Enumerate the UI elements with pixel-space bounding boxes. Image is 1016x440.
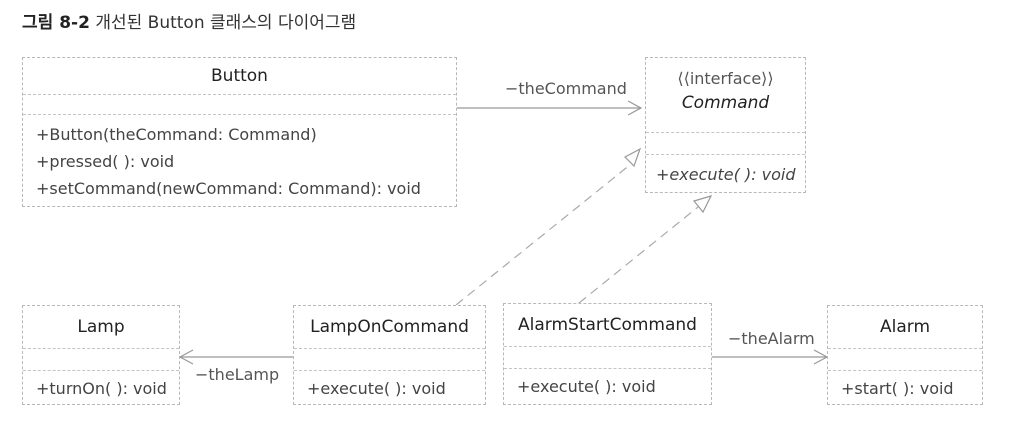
class-button: Button +Button(theCommand: Command) +pre…	[22, 57, 457, 207]
class-name-block: ⟨⟨interface⟩⟩ Command	[646, 58, 805, 132]
class-name: Command	[681, 93, 770, 113]
class-alarm-start-command: AlarmStartCommand +execute( ): void	[503, 303, 712, 405]
class-name: Button	[211, 66, 268, 86]
method: +execute( ): void	[656, 165, 796, 184]
method: +setCommand(newCommand: Command): void	[36, 179, 421, 198]
figure-number: 그림 8-2	[22, 13, 90, 33]
attributes-compartment	[646, 132, 805, 154]
association-lamponcommand-lamp	[178, 349, 293, 365]
figure-caption: 그림 8-2 개선된 Button 클래스의 다이어그램	[22, 8, 356, 33]
association-button-command	[457, 100, 643, 116]
method: +execute( ): void	[517, 377, 656, 396]
method: +execute( ): void	[307, 379, 446, 398]
interface-command: ⟨⟨interface⟩⟩ Command +execute( ): void	[645, 57, 806, 193]
method: +pressed( ): void	[36, 152, 175, 171]
class-name: Lamp	[77, 317, 125, 337]
stereotype: ⟨⟨interface⟩⟩	[677, 69, 774, 88]
methods-compartment: +turnOn( ): void	[23, 370, 179, 402]
method: +Button(theCommand: Command)	[36, 125, 317, 144]
methods-compartment: +Button(theCommand: Command) +pressed( )…	[23, 114, 456, 202]
class-name: LampOnCommand	[310, 317, 469, 337]
class-name: AlarmStartCommand	[518, 315, 697, 335]
figure-title: 개선된 Button 클래스의 다이어그램	[95, 13, 357, 33]
methods-compartment: +start( ): void	[828, 370, 982, 402]
class-lamp: Lamp +turnOn( ): void	[22, 305, 180, 405]
methods-compartment: +execute( ): void	[646, 154, 805, 188]
label-the-command: −theCommand	[505, 79, 627, 98]
realization-lamponcommand-command	[455, 147, 642, 306]
realization-alarmstartcommand-command	[578, 195, 713, 304]
attributes-compartment	[294, 348, 485, 370]
attributes-compartment	[504, 346, 711, 368]
label-the-alarm: −theAlarm	[728, 329, 815, 348]
class-lamp-on-command: LampOnCommand +execute( ): void	[293, 305, 486, 405]
methods-compartment: +execute( ): void	[294, 370, 485, 402]
attributes-compartment	[23, 94, 456, 114]
attributes-compartment	[23, 348, 179, 370]
attributes-compartment	[828, 348, 982, 370]
method: +start( ): void	[841, 379, 954, 398]
methods-compartment: +execute( ): void	[504, 368, 711, 400]
class-alarm: Alarm +start( ): void	[827, 305, 983, 405]
association-alarmstartcommand-alarm	[712, 349, 829, 365]
method: +turnOn( ): void	[36, 379, 167, 398]
class-name: Alarm	[879, 317, 931, 337]
label-the-lamp: −theLamp	[195, 365, 280, 384]
